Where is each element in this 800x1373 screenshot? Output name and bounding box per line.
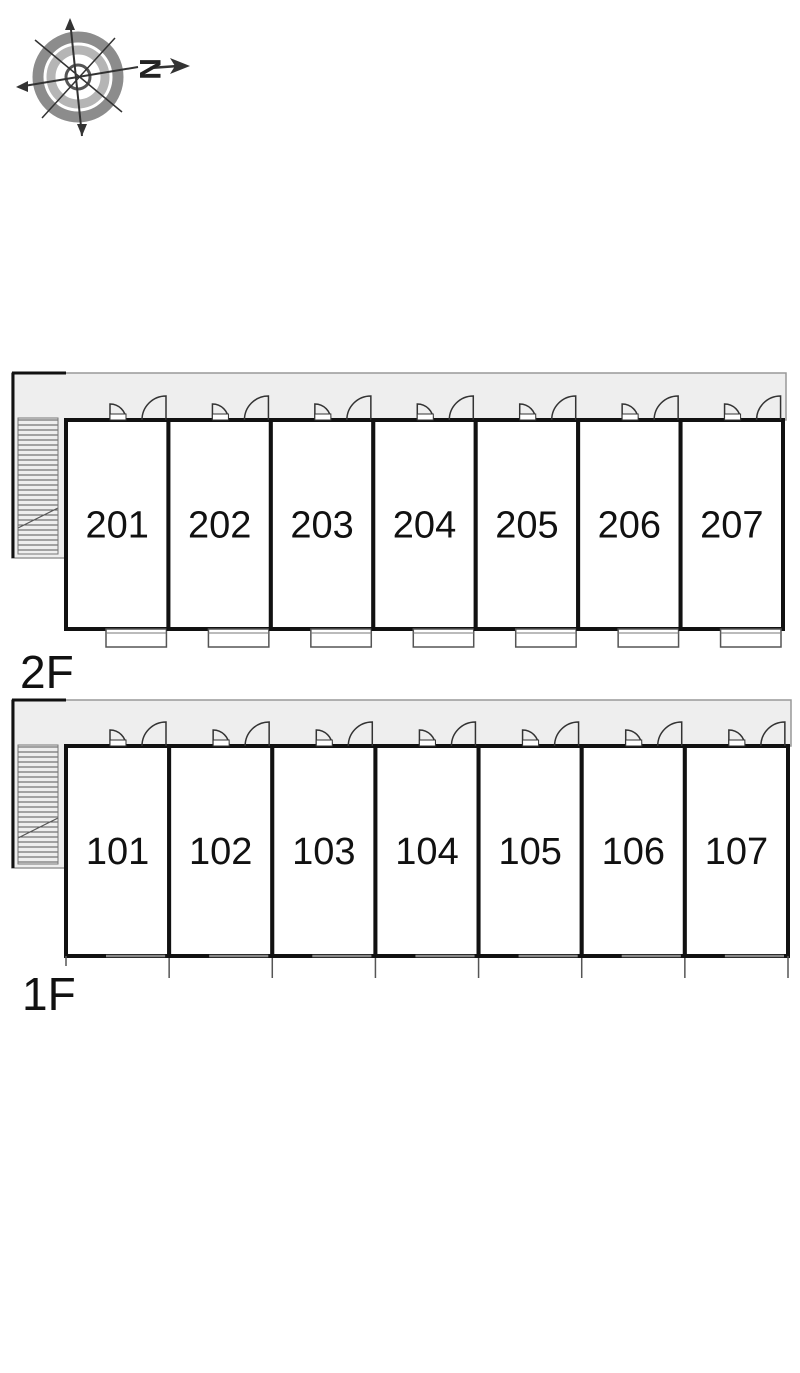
room-number-label: 204 xyxy=(393,505,456,547)
room-203: 203 xyxy=(268,395,376,648)
room-number-label: 202 xyxy=(188,505,251,547)
entry-door-arc xyxy=(244,721,270,747)
room-101: 101 xyxy=(64,721,172,978)
room-number-label: 101 xyxy=(86,831,149,873)
floor-label: 1F xyxy=(22,968,76,1020)
entry-door-arc xyxy=(553,721,580,747)
room-number-label: 207 xyxy=(700,505,763,547)
room-206: 206 xyxy=(576,395,683,648)
room-number-label: 201 xyxy=(86,505,149,547)
balcony xyxy=(617,628,680,648)
balcony xyxy=(412,628,475,648)
staircase xyxy=(17,744,59,865)
entry-door-arc xyxy=(347,721,374,747)
entry-door-arc xyxy=(141,721,167,747)
room-number-label: 206 xyxy=(598,505,661,547)
entry-door-arc xyxy=(448,395,475,421)
balcony xyxy=(207,628,270,648)
balcony xyxy=(105,628,168,648)
room-106: 106 xyxy=(579,721,687,978)
room-104: 104 xyxy=(373,721,481,978)
room-number-label: 105 xyxy=(498,831,561,873)
entry-door-arc xyxy=(450,721,477,747)
floor-1f: 101 102 103 104 105 106 107 1F xyxy=(11,698,792,1020)
entry-door-arc xyxy=(656,721,683,747)
entry-door-arc xyxy=(755,395,782,421)
floor-label: 2F xyxy=(20,646,74,698)
balcony xyxy=(514,628,577,648)
room-number-label: 205 xyxy=(495,505,558,547)
balcony xyxy=(719,628,782,648)
room-number-label: 104 xyxy=(395,831,458,873)
room-103: 103 xyxy=(270,721,378,978)
compass-rose-icon: N xyxy=(16,18,190,137)
balcony xyxy=(310,628,373,648)
room-105: 105 xyxy=(476,721,584,978)
room-107: 107 xyxy=(682,721,790,978)
room-number-label: 103 xyxy=(292,831,355,873)
room-202: 202 xyxy=(166,395,273,648)
room-201: 201 xyxy=(64,395,171,648)
floor-2f: 201 202 203 204 205 206 207 2F xyxy=(11,371,787,698)
room-number-label: 106 xyxy=(602,831,665,873)
room-207: 207 xyxy=(678,395,785,648)
entry-door-arc xyxy=(346,395,372,421)
entry-door-arc xyxy=(550,395,577,421)
entry-door-arc xyxy=(760,721,786,747)
staircase xyxy=(17,417,59,555)
room-204: 204 xyxy=(371,395,478,648)
entry-door-arc xyxy=(653,395,679,421)
entry-door-arc xyxy=(243,395,270,421)
room-number-label: 203 xyxy=(290,505,353,547)
room-number-label: 107 xyxy=(705,831,768,873)
room-number-label: 102 xyxy=(189,831,252,873)
compass-north-label: N xyxy=(133,58,166,80)
room-102: 102 xyxy=(167,721,275,978)
entry-door-arc xyxy=(141,395,167,421)
room-205: 205 xyxy=(473,395,581,648)
